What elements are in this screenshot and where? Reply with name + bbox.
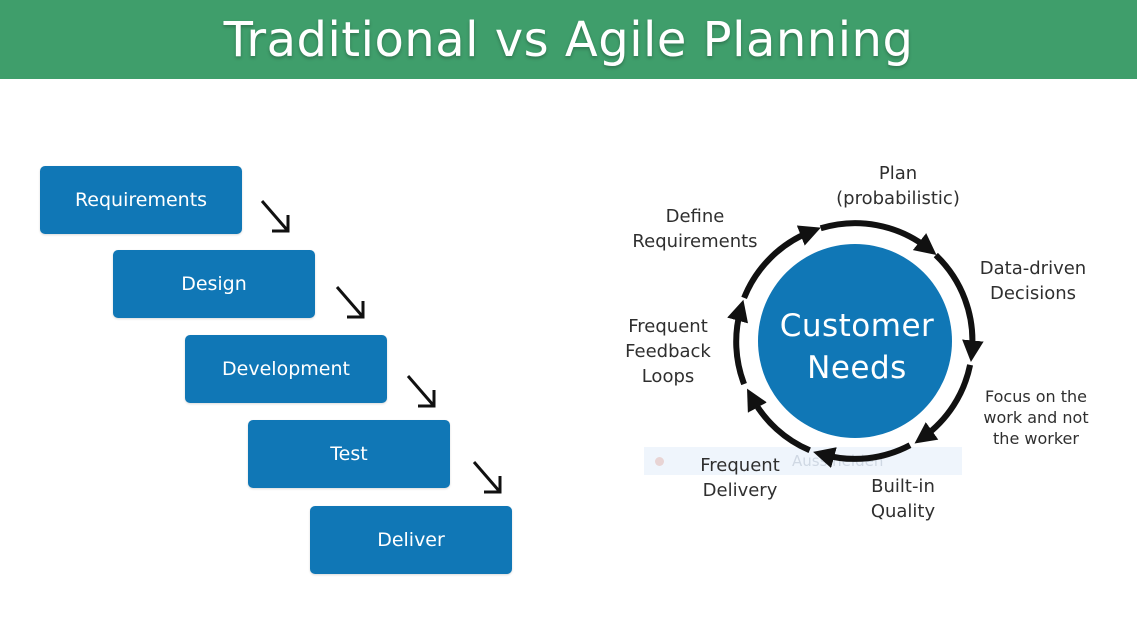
title-banner: Traditional vs Agile Planning — [0, 0, 1137, 79]
cycle-arrows — [727, 220, 984, 468]
step-test: Test — [248, 420, 450, 488]
step-requirements: Requirements — [40, 166, 242, 234]
arrow-down-right-icon — [333, 283, 369, 323]
arrow-down-right-icon — [470, 458, 506, 498]
arrow-down-right-icon — [258, 197, 294, 237]
ghost-overlay — [644, 447, 962, 475]
label-define-requirements: Define Requirements — [632, 206, 758, 252]
customer-needs-label: Customer Needs — [779, 308, 935, 386]
label-data-driven: Data-driven Decisions — [979, 258, 1087, 304]
step-design: Design — [113, 250, 315, 318]
label-frequent-delivery: Frequent Delivery — [700, 455, 780, 501]
ghost-dot-icon — [655, 457, 664, 466]
label-feedback-loops: Frequent Feedback Loops — [625, 316, 711, 387]
customer-needs-circle — [758, 244, 952, 438]
step-deliver: Deliver — [310, 506, 512, 574]
label-plan: Plan (probabilistic) — [836, 163, 960, 209]
label-focus-work: Focus on the work and not the worker — [983, 387, 1089, 448]
label-built-in-quality: Built-in Quality — [870, 476, 936, 522]
arrow-down-right-icon — [404, 372, 440, 412]
page-title: Traditional vs Agile Planning — [223, 11, 914, 68]
step-development: Development — [185, 335, 387, 403]
